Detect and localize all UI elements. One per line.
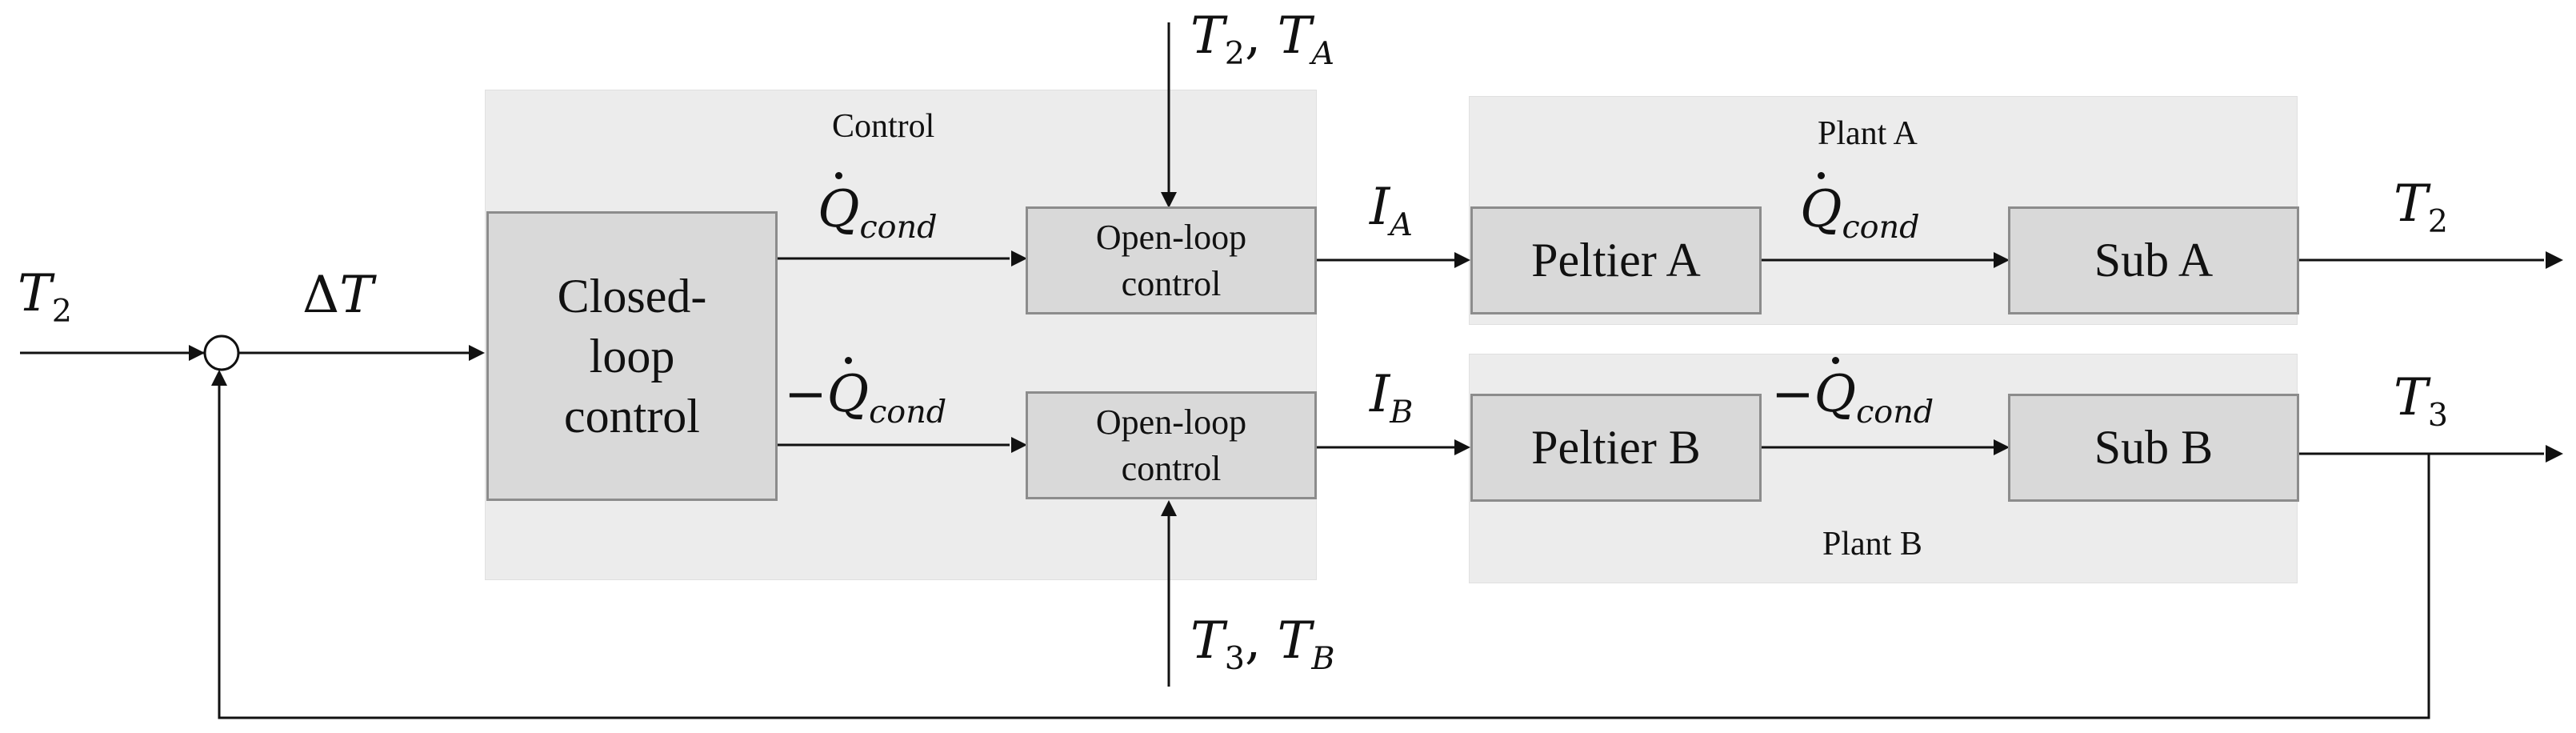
summing-junction	[203, 334, 240, 371]
peltier-a-block: Peltier A	[1470, 206, 1762, 314]
plant-a-q-cond-label: Qcond	[1800, 172, 1920, 246]
sub-a-block: Sub A	[2008, 206, 2299, 314]
peltier-b-label: Peltier B	[1531, 421, 1701, 474]
arrowhead-feedback	[211, 370, 227, 386]
closed-loop-label-line3: control	[564, 389, 700, 443]
open-loop-a-label-line2: control	[1121, 263, 1222, 303]
sub-b-block: Sub B	[2008, 394, 2299, 502]
arrowhead-error	[469, 345, 485, 361]
arrowhead-current-a	[1454, 252, 1470, 268]
input-t2-label: T2	[18, 264, 72, 330]
peltier-a-label: Peltier A	[1531, 234, 1701, 286]
closed-loop-label-line1: Closed-	[557, 269, 707, 322]
control-region-label: Control	[832, 108, 935, 145]
open-loop-control-a-block: Open-loop control	[1026, 206, 1317, 314]
plant-b-region-label: Plant B	[1822, 526, 1922, 563]
peltier-b-block: Peltier B	[1470, 394, 1762, 502]
open-loop-b-label-line1: Open-loop	[1095, 403, 1247, 443]
q-cond-b-label: −Qcond	[784, 357, 947, 431]
delta-t-label: ΔT	[302, 266, 374, 325]
disturbance-bottom-label: T3, TB	[1190, 611, 1335, 677]
disturbance-top-label: T2, TA	[1190, 6, 1334, 72]
arrowhead-current-b	[1454, 439, 1470, 455]
sub-a-label: Sub A	[2094, 234, 2214, 286]
arrowhead-q-cond-a	[1011, 250, 1027, 266]
open-loop-b-label-line2: control	[1121, 448, 1222, 488]
arrowhead-disturbance-top	[1161, 192, 1177, 208]
closed-loop-control-block: Closed- loop control	[486, 211, 778, 501]
output-t2-label: T2	[2394, 174, 2448, 240]
plant-b-q-cond-label: −Qcond	[1771, 357, 1934, 431]
arrowhead-disturbance-bottom	[1161, 500, 1177, 516]
open-loop-a-label-line1: Open-loop	[1095, 218, 1247, 258]
arrowhead-q-cond-b	[1011, 437, 1027, 453]
sub-b-label: Sub B	[2094, 421, 2214, 474]
output-t3-label: T3	[2394, 368, 2448, 434]
arrowhead-plant-a-heat	[1994, 252, 2010, 268]
arrowhead-plant-b-heat	[1994, 439, 2010, 455]
feedback-line	[218, 376, 2430, 719]
q-cond-a-label: Qcond	[818, 172, 938, 246]
plant-a-region-label: Plant A	[1818, 115, 1918, 152]
current-a-label: IA	[1370, 178, 1413, 243]
arrowhead-output-t3	[2546, 445, 2563, 463]
open-loop-control-b-block: Open-loop control	[1026, 391, 1317, 499]
arrowhead-output-t2	[2546, 251, 2563, 269]
current-b-label: IB	[1370, 365, 1414, 431]
arrowhead-input	[189, 345, 205, 361]
closed-loop-label-line2: loop	[589, 329, 675, 383]
